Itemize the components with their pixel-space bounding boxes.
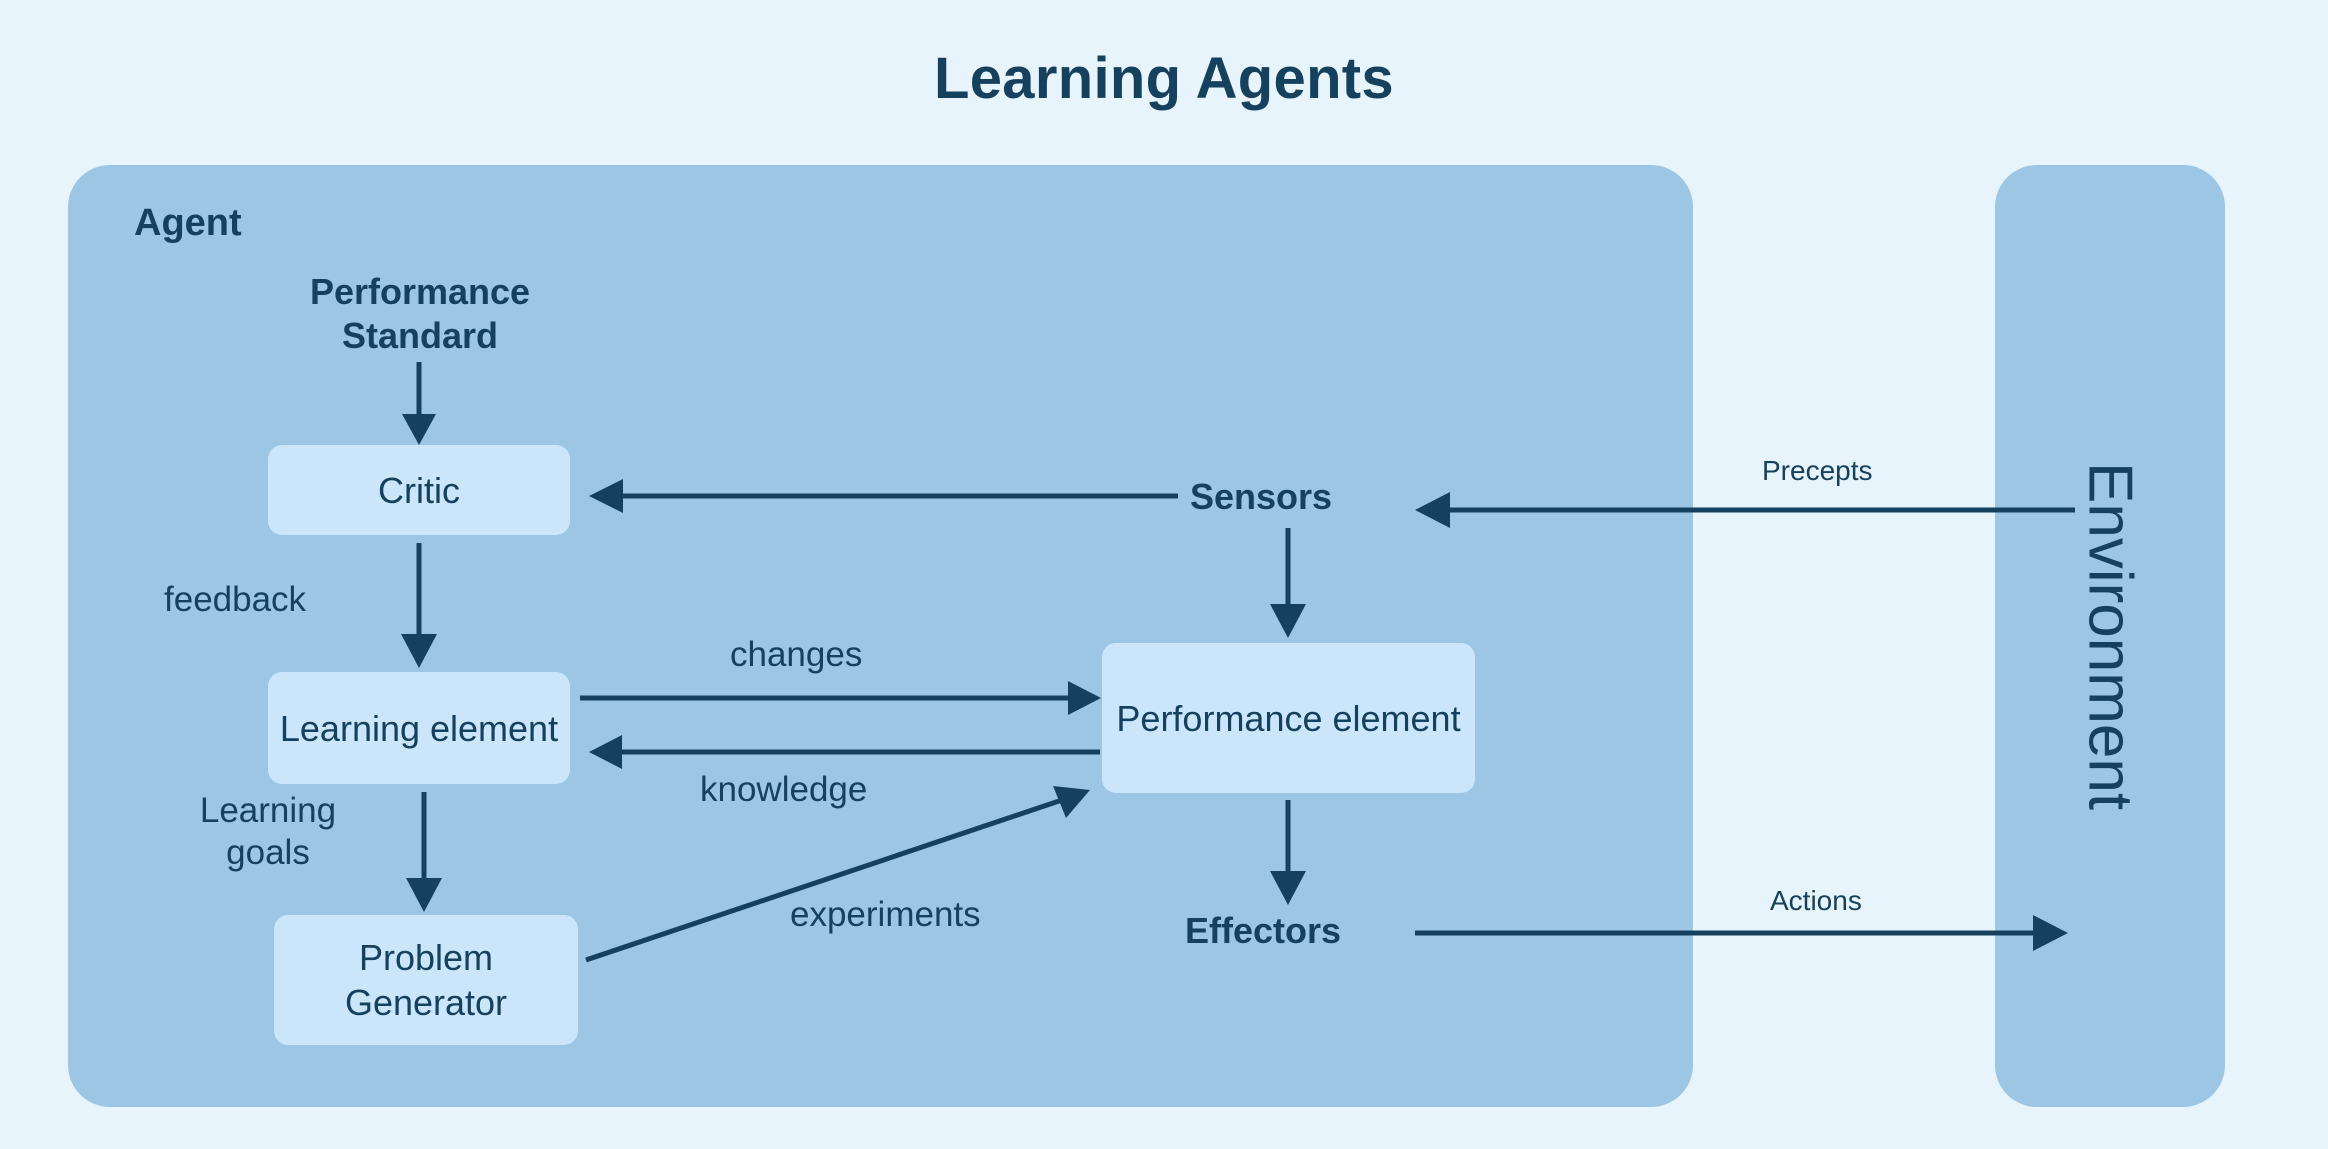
sensors-label: Sensors bbox=[1190, 476, 1333, 517]
node-performance-element: Performance element bbox=[1102, 643, 1475, 793]
edge-label-feedback: feedback bbox=[164, 580, 307, 619]
page-title: Learning Agents bbox=[934, 46, 1394, 111]
environment-label: Environment bbox=[2075, 461, 2145, 811]
edge-label-knowledge: knowledge bbox=[700, 770, 868, 809]
edge-label-learning-goals: Learning goals bbox=[199, 791, 337, 872]
node-problem-generator: Problem Generator bbox=[274, 915, 578, 1045]
node-critic: Critic bbox=[268, 445, 570, 535]
edge-label-actions: Actions bbox=[1770, 885, 1862, 916]
node-learning-element: Learning element bbox=[268, 672, 570, 784]
edge-label-precepts: Precepts bbox=[1762, 455, 1873, 486]
edge-label-changes: changes bbox=[730, 635, 863, 674]
edge-label-experiments: experiments bbox=[790, 895, 981, 934]
agent-label: Agent bbox=[134, 202, 242, 244]
performance-standard-label: Performance Standard bbox=[309, 271, 531, 356]
effectors-label: Effectors bbox=[1185, 910, 1342, 951]
